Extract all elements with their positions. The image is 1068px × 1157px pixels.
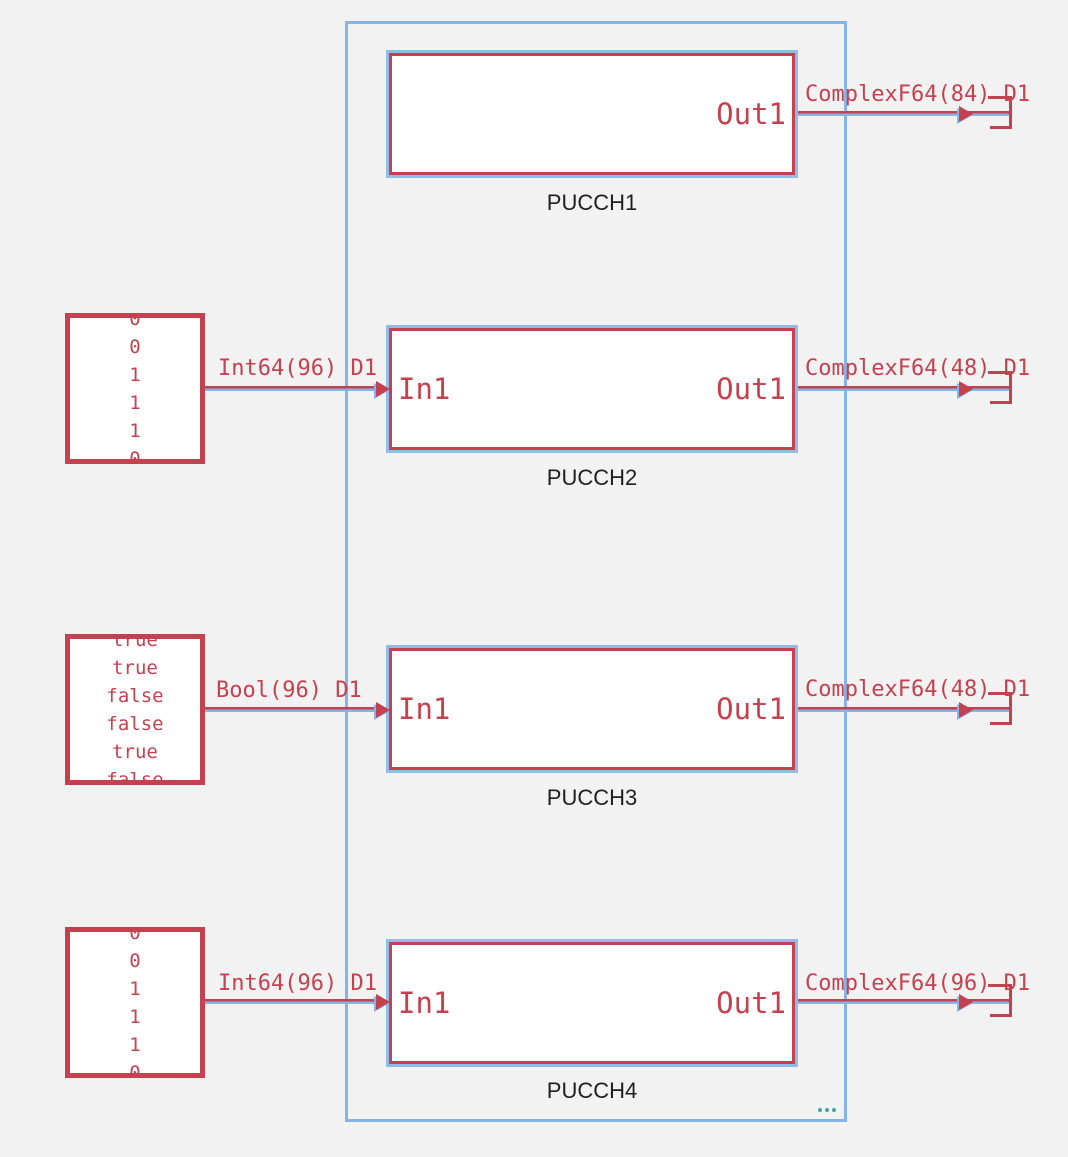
output-port-label[interactable]: Out1 (716, 692, 786, 726)
constant-block-int-1[interactable]: 0 0 1 1 1 0 (65, 313, 205, 464)
wire-bool-to-pucch3[interactable] (205, 707, 379, 712)
dot-icon (818, 1108, 822, 1112)
constant-block-bool[interactable]: true true false false true false (65, 634, 205, 785)
open-output-terminator-icon[interactable] (988, 371, 1012, 407)
wire-pucch3-out[interactable] (795, 707, 1012, 712)
output-port-label[interactable]: Out1 (716, 372, 786, 406)
input-port-label[interactable]: In1 (398, 372, 451, 406)
arrowhead-icon (957, 380, 974, 399)
block-label-pucch3: PUCCH3 (546, 785, 638, 810)
block-label-pucch4: PUCCH4 (546, 1078, 638, 1103)
signal-type-label: Bool(96) D1 (216, 678, 362, 703)
block-label-pucch1: PUCCH1 (546, 190, 638, 215)
subsystem-more-indicator-icon[interactable] (818, 1108, 836, 1112)
open-output-terminator-icon[interactable] (988, 692, 1012, 728)
block-pucch1[interactable]: Out1 (389, 53, 795, 175)
arrowhead-icon (374, 701, 391, 720)
arrowhead-icon (957, 993, 974, 1012)
constant-values: 0 0 1 1 1 0 (129, 313, 141, 464)
block-pucch4[interactable]: In1 Out1 (389, 942, 795, 1064)
block-pucch3[interactable]: In1 Out1 (389, 648, 795, 770)
wire-pucch2-out[interactable] (795, 386, 1012, 391)
constant-values: 0 0 1 1 1 0 (129, 927, 141, 1078)
output-port-label[interactable]: Out1 (716, 97, 786, 131)
output-port-label[interactable]: Out1 (716, 986, 786, 1020)
wire-int-to-pucch2[interactable] (205, 386, 379, 391)
arrowhead-icon (374, 993, 391, 1012)
arrowhead-icon (957, 105, 974, 124)
arrowhead-icon (374, 380, 391, 399)
input-port-label[interactable]: In1 (398, 986, 451, 1020)
signal-type-label: Int64(96) D1 (218, 971, 377, 996)
constant-values: true true false false true false (106, 634, 164, 785)
wire-pucch4-out[interactable] (795, 999, 1012, 1004)
wire-pucch1-out[interactable] (795, 111, 1012, 116)
open-output-terminator-icon[interactable] (988, 96, 1012, 132)
open-output-terminator-icon[interactable] (988, 984, 1012, 1020)
signal-type-label: ComplexF64(84) D1 (805, 82, 1031, 107)
signal-type-label: ComplexF64(48) D1 (805, 677, 1031, 702)
dot-icon (825, 1108, 829, 1112)
constant-block-int-2[interactable]: 0 0 1 1 1 0 (65, 927, 205, 1078)
block-pucch2[interactable]: In1 Out1 (389, 328, 795, 450)
input-port-label[interactable]: In1 (398, 692, 451, 726)
block-label-pucch2: PUCCH2 (546, 465, 638, 490)
wire-int-to-pucch4[interactable] (205, 999, 379, 1004)
signal-type-label: ComplexF64(48) D1 (805, 356, 1031, 381)
signal-type-label: Int64(96) D1 (218, 356, 377, 381)
subsystem-boundary[interactable] (345, 21, 847, 1122)
arrowhead-icon (957, 701, 974, 720)
signal-type-label: ComplexF64(96) D1 (805, 971, 1031, 996)
dot-icon (832, 1108, 836, 1112)
